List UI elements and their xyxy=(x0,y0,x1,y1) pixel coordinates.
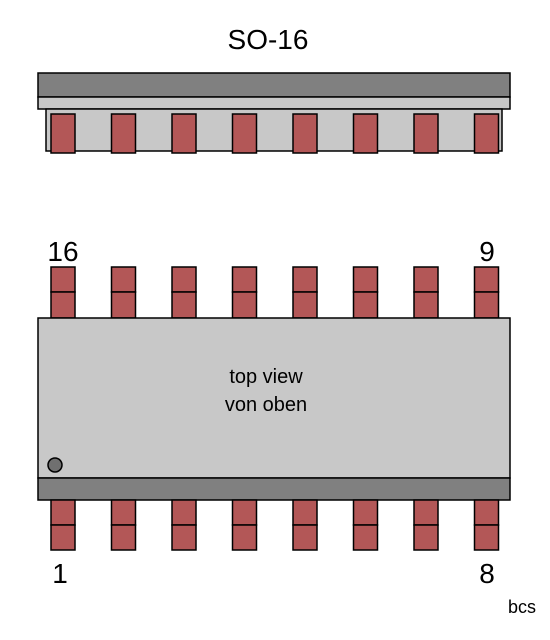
side-view-pin xyxy=(352,113,379,154)
top-view-pins-upper xyxy=(50,266,500,319)
pin-4-inner xyxy=(231,499,258,526)
pin-1-inner xyxy=(50,499,76,526)
side-view-pin xyxy=(231,113,258,154)
pin-12-inner xyxy=(292,291,318,319)
pin-14-inner xyxy=(171,291,197,319)
pin-9-outer xyxy=(473,266,500,293)
pin-label-16: 16 xyxy=(47,236,78,267)
pin-15-inner xyxy=(110,291,137,319)
pin-8-outer xyxy=(473,524,500,551)
package-title: SO-16 xyxy=(228,24,309,55)
pin-2-inner xyxy=(110,499,137,526)
pin-3-inner xyxy=(171,499,197,526)
side-view-pins xyxy=(50,113,500,154)
top-view-bevel xyxy=(37,477,511,501)
pin-7-inner xyxy=(413,499,439,526)
pin-12-outer xyxy=(292,266,318,293)
pin1-marker-dot xyxy=(47,457,63,473)
pin-label-1: 1 xyxy=(52,558,68,589)
top-view-pins-lower xyxy=(50,499,500,551)
pin-1-outer xyxy=(50,524,76,551)
top-view-label-de: von oben xyxy=(225,394,307,416)
pin-16-inner xyxy=(50,291,76,319)
top-view: top view von oben xyxy=(37,266,511,551)
pin-9-inner xyxy=(473,291,500,319)
side-view-pin xyxy=(292,113,318,154)
pin-label-9: 9 xyxy=(479,236,495,267)
pin-16-outer xyxy=(50,266,76,293)
pin-11-inner xyxy=(352,291,379,319)
pin-14-outer xyxy=(171,266,197,293)
pin-4-outer xyxy=(231,524,258,551)
pin-10-inner xyxy=(413,291,439,319)
side-view-pin xyxy=(171,113,197,154)
pin-3-outer xyxy=(171,524,197,551)
side-view-pin xyxy=(473,113,500,154)
pin-2-outer xyxy=(110,524,137,551)
top-view-label-en: top view xyxy=(229,366,303,388)
pin-8-inner xyxy=(473,499,500,526)
side-view-pin xyxy=(50,113,76,154)
pin-13-outer xyxy=(231,266,258,293)
side-view-top-band xyxy=(37,72,511,98)
side-view-pin xyxy=(413,113,439,154)
pin-10-outer xyxy=(413,266,439,293)
pin-6-inner xyxy=(352,499,379,526)
pin-5-outer xyxy=(292,524,318,551)
pin-15-outer xyxy=(110,266,137,293)
pin-6-outer xyxy=(352,524,379,551)
author-credit: bcs xyxy=(508,597,536,617)
pin-11-outer xyxy=(352,266,379,293)
pin-5-inner xyxy=(292,499,318,526)
pin-13-inner xyxy=(231,291,258,319)
pin-label-8: 8 xyxy=(479,558,495,589)
side-view-pin xyxy=(110,113,137,154)
pin-7-outer xyxy=(413,524,439,551)
top-view-body xyxy=(37,317,511,479)
side-view-middle-band xyxy=(37,96,511,110)
side-view xyxy=(37,72,511,154)
